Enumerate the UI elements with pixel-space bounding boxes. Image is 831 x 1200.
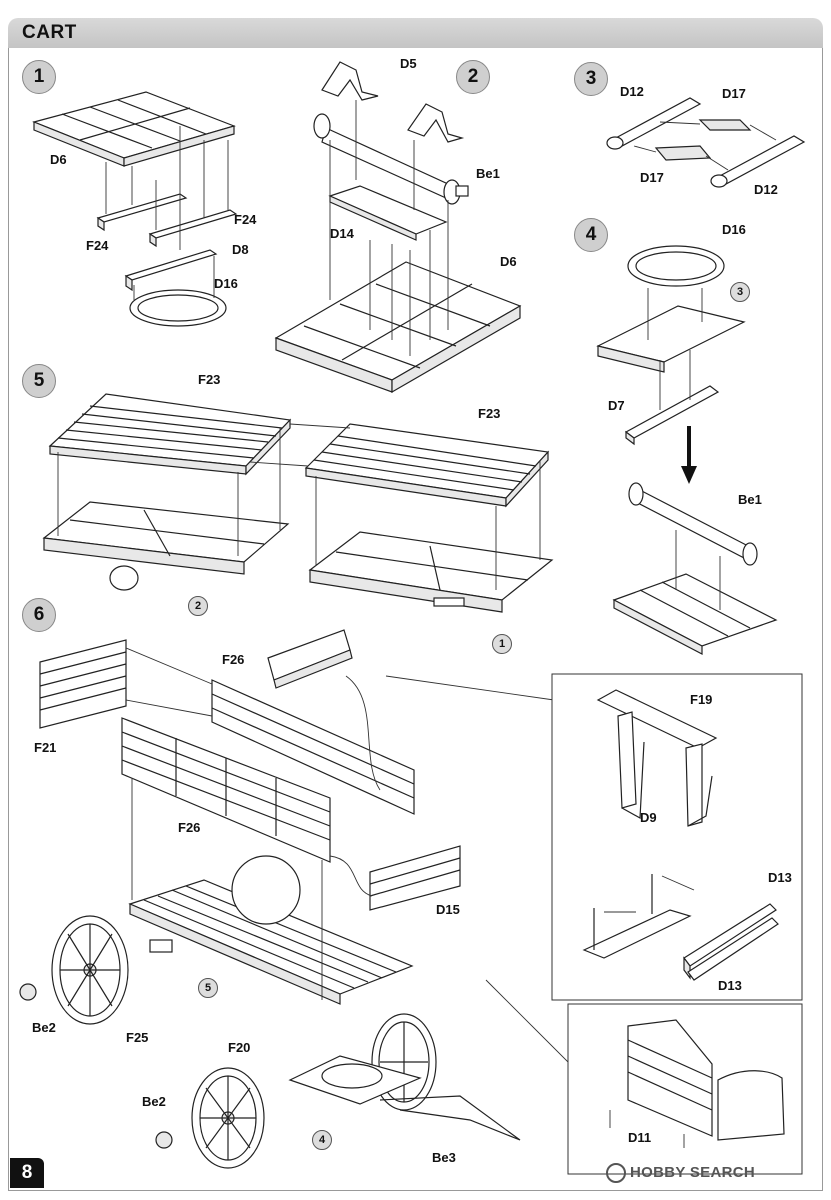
label-d14: D14 [330, 226, 354, 241]
step-5-badge: 5 [22, 364, 56, 398]
step1-drawing [32, 91, 238, 327]
label-f24-a: F24 [234, 212, 257, 227]
section-header: CART [8, 18, 823, 48]
step-3-badge: 3 [574, 62, 608, 96]
ref-step-1: 1 [492, 634, 512, 654]
step-6-badge: 6 [22, 598, 56, 632]
page-frame [8, 48, 823, 1191]
step6-drawing [19, 629, 607, 1169]
step5-drawing [42, 393, 554, 613]
label-d16-step1: D16 [214, 276, 238, 291]
ref-step-2: 2 [188, 596, 208, 616]
label-d9: D9 [640, 810, 657, 825]
label-f19: F19 [690, 692, 713, 707]
watermark-text: HOBBY SEARCH [630, 1163, 756, 1181]
label-d13-a: D13 [768, 870, 792, 885]
label-be2-b: Be2 [142, 1094, 166, 1109]
label-d16-step4: D16 [722, 222, 746, 237]
label-d7: D7 [608, 398, 625, 413]
label-f23-a: F23 [198, 372, 221, 387]
step-2-badge: 2 [456, 60, 490, 94]
step3-drawing [606, 97, 806, 188]
label-f25: F25 [126, 1030, 149, 1045]
label-f21: F21 [34, 740, 57, 755]
label-d13-b: D13 [718, 978, 742, 993]
step-4-badge: 4 [574, 218, 608, 252]
label-d12-b: D12 [754, 182, 778, 197]
label-d15: D15 [436, 902, 460, 917]
inset-bottom-drawing [609, 1019, 785, 1148]
step2-drawing [274, 61, 522, 394]
label-f26-b: F26 [178, 820, 201, 835]
section-title: CART [22, 22, 77, 43]
inset-top-drawing [582, 689, 779, 981]
label-be1-step2: Be1 [476, 166, 500, 181]
label-d11: D11 [628, 1130, 652, 1145]
label-f26-a: F26 [222, 652, 245, 667]
ref-step-3: 3 [730, 282, 750, 302]
label-d17-b: D17 [640, 170, 664, 185]
label-d12-a: D12 [620, 84, 644, 99]
label-d5: D5 [400, 56, 417, 71]
ref-step-4: 4 [312, 1130, 332, 1150]
step-1-badge: 1 [22, 60, 56, 94]
step4-drawing [596, 245, 778, 655]
label-d8: D8 [232, 242, 249, 257]
label-d6-step2: D6 [500, 254, 517, 269]
label-f20: F20 [228, 1040, 251, 1055]
ref-step-5: 5 [198, 978, 218, 998]
label-f24-b: F24 [86, 238, 109, 253]
page-number: 8 [10, 1158, 44, 1188]
label-f23-b: F23 [478, 406, 501, 421]
watermark-logo-icon [606, 1163, 626, 1183]
label-be3: Be3 [432, 1150, 456, 1165]
label-be2-a: Be2 [32, 1020, 56, 1035]
label-d6-step1: D6 [50, 152, 67, 167]
label-d17-a: D17 [722, 86, 746, 101]
label-be1-step4: Be1 [738, 492, 762, 507]
watermark: HOBBY SEARCH [606, 1163, 755, 1183]
